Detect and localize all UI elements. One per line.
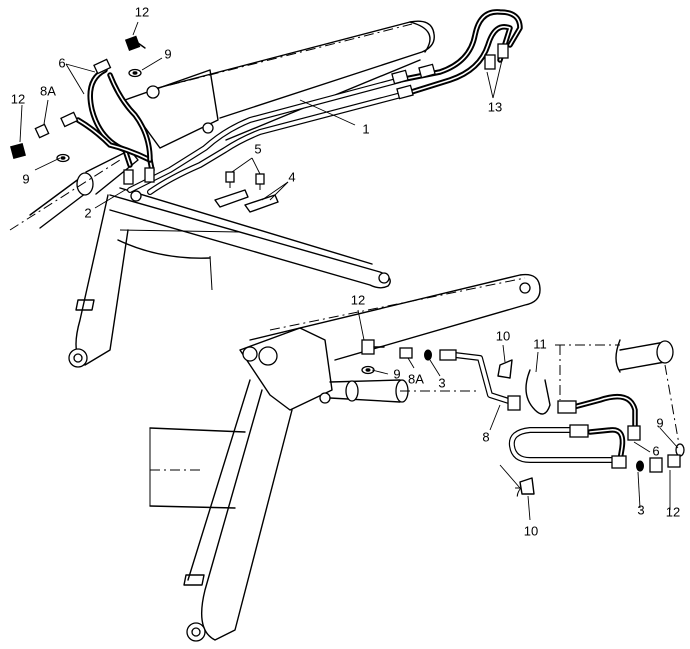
callout-10-bottom: 10 [524, 523, 538, 538]
callout-12-left: 12 [11, 91, 25, 106]
callout-labels: 12 9 6 12 8A 9 1 2 5 4 13 12 9 8A 3 10 1… [11, 4, 680, 538]
upper-hydraulic-tubes [127, 77, 408, 195]
callout-3-right: 3 [637, 502, 644, 517]
callout-12-top: 12 [135, 4, 149, 19]
callout-1: 1 [362, 121, 369, 136]
leader-lines [19, 21, 679, 521]
callout-9-mid: 9 [393, 366, 400, 381]
callout-12-mid: 12 [351, 292, 365, 307]
callout-9-left: 9 [22, 171, 29, 186]
callout-6-right: 6 [652, 443, 659, 458]
callout-13: 13 [488, 99, 502, 114]
upper-loader-arm [9, 20, 435, 368]
callout-8a-left: 8A [40, 83, 56, 98]
lower-loader-arm [149, 273, 681, 642]
callout-2: 2 [84, 205, 91, 220]
callout-8a-mid: 8A [408, 371, 424, 386]
callout-4: 4 [288, 169, 295, 184]
callout-10-top: 10 [496, 328, 510, 343]
upper-right-hoses [391, 9, 523, 100]
callout-3-mid: 3 [438, 375, 445, 390]
callout-9-right: 9 [656, 415, 663, 430]
callout-8: 8 [482, 429, 489, 444]
upper-fittings [10, 35, 279, 213]
lower-hoses-tubes [452, 352, 641, 469]
callout-12-right: 12 [666, 504, 680, 519]
callout-6-top: 6 [58, 55, 65, 70]
lower-fittings [361, 339, 685, 495]
callout-7: 7 [514, 484, 521, 499]
upper-left-hoses [75, 67, 155, 173]
callout-5: 5 [254, 141, 261, 156]
callout-11: 11 [533, 336, 547, 351]
callout-9-top: 9 [164, 46, 171, 61]
